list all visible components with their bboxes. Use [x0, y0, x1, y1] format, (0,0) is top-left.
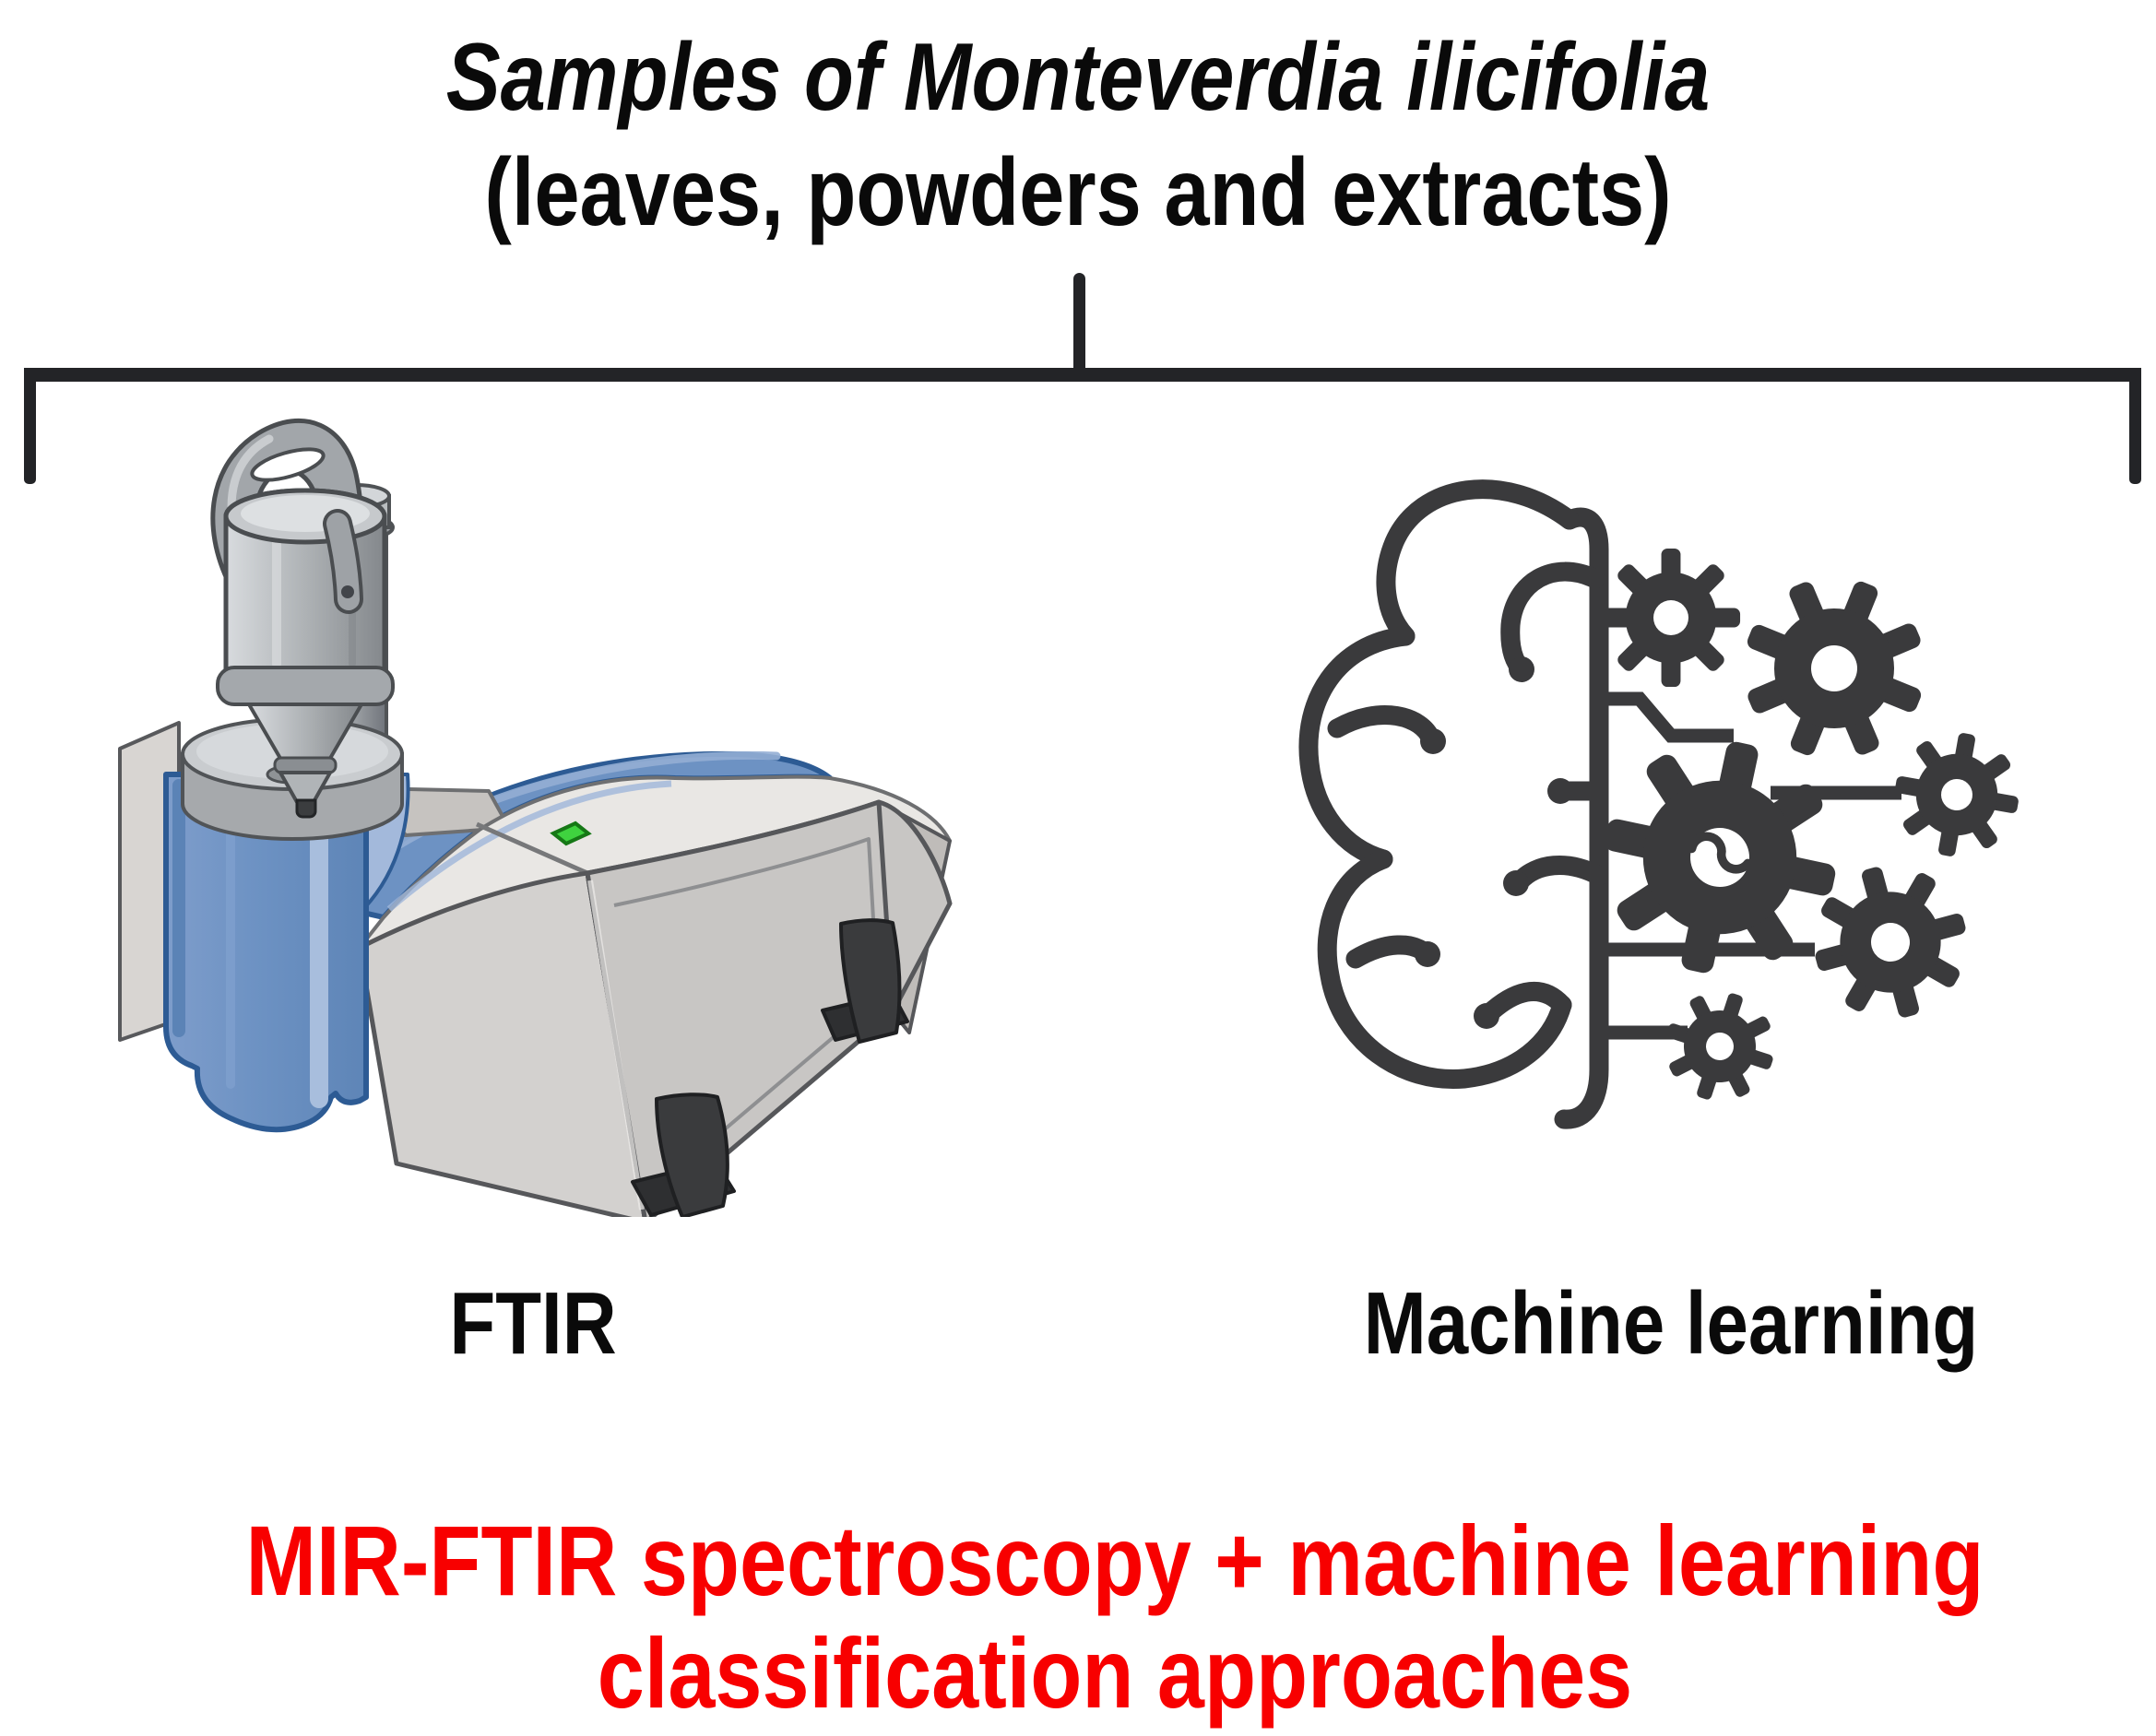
conclusion-line-1: MIR-FTIR spectroscopy + machine learning	[245, 1505, 1984, 1616]
ftir-label: FTIR	[449, 1274, 617, 1373]
figure-title: Samples of Monteverdia ilicifolia (leave…	[0, 20, 2156, 251]
brain-gears-icon	[1298, 479, 2029, 1129]
brain-icon	[1298, 479, 1609, 1129]
power-led-icon	[550, 821, 592, 846]
instrument-feet	[631, 918, 909, 1217]
conclusion-line-2: classification approaches	[597, 1617, 1633, 1730]
connector-right-tick	[2129, 368, 2141, 484]
connector-bar	[24, 368, 2141, 382]
conclusion-text: MIR-FTIR spectroscopy + machine learning…	[37, 1505, 2156, 1730]
machine-learning-label: Machine learning	[1363, 1274, 1979, 1373]
title-line-1: Samples of Monteverdia ilicifolia	[445, 24, 1711, 131]
connector-left-tick	[24, 368, 36, 484]
handle-pivot	[341, 585, 354, 598]
ftir-spectrometer-icon	[118, 418, 953, 1217]
probe-arm	[210, 418, 395, 819]
gears-icon	[1581, 548, 2029, 1116]
title-line-2: (leaves, powders and extracts)	[484, 138, 1672, 246]
brain-synapse-dots	[1415, 656, 1573, 1029]
connector-stem	[1073, 273, 1085, 374]
handle-slot	[250, 447, 326, 482]
